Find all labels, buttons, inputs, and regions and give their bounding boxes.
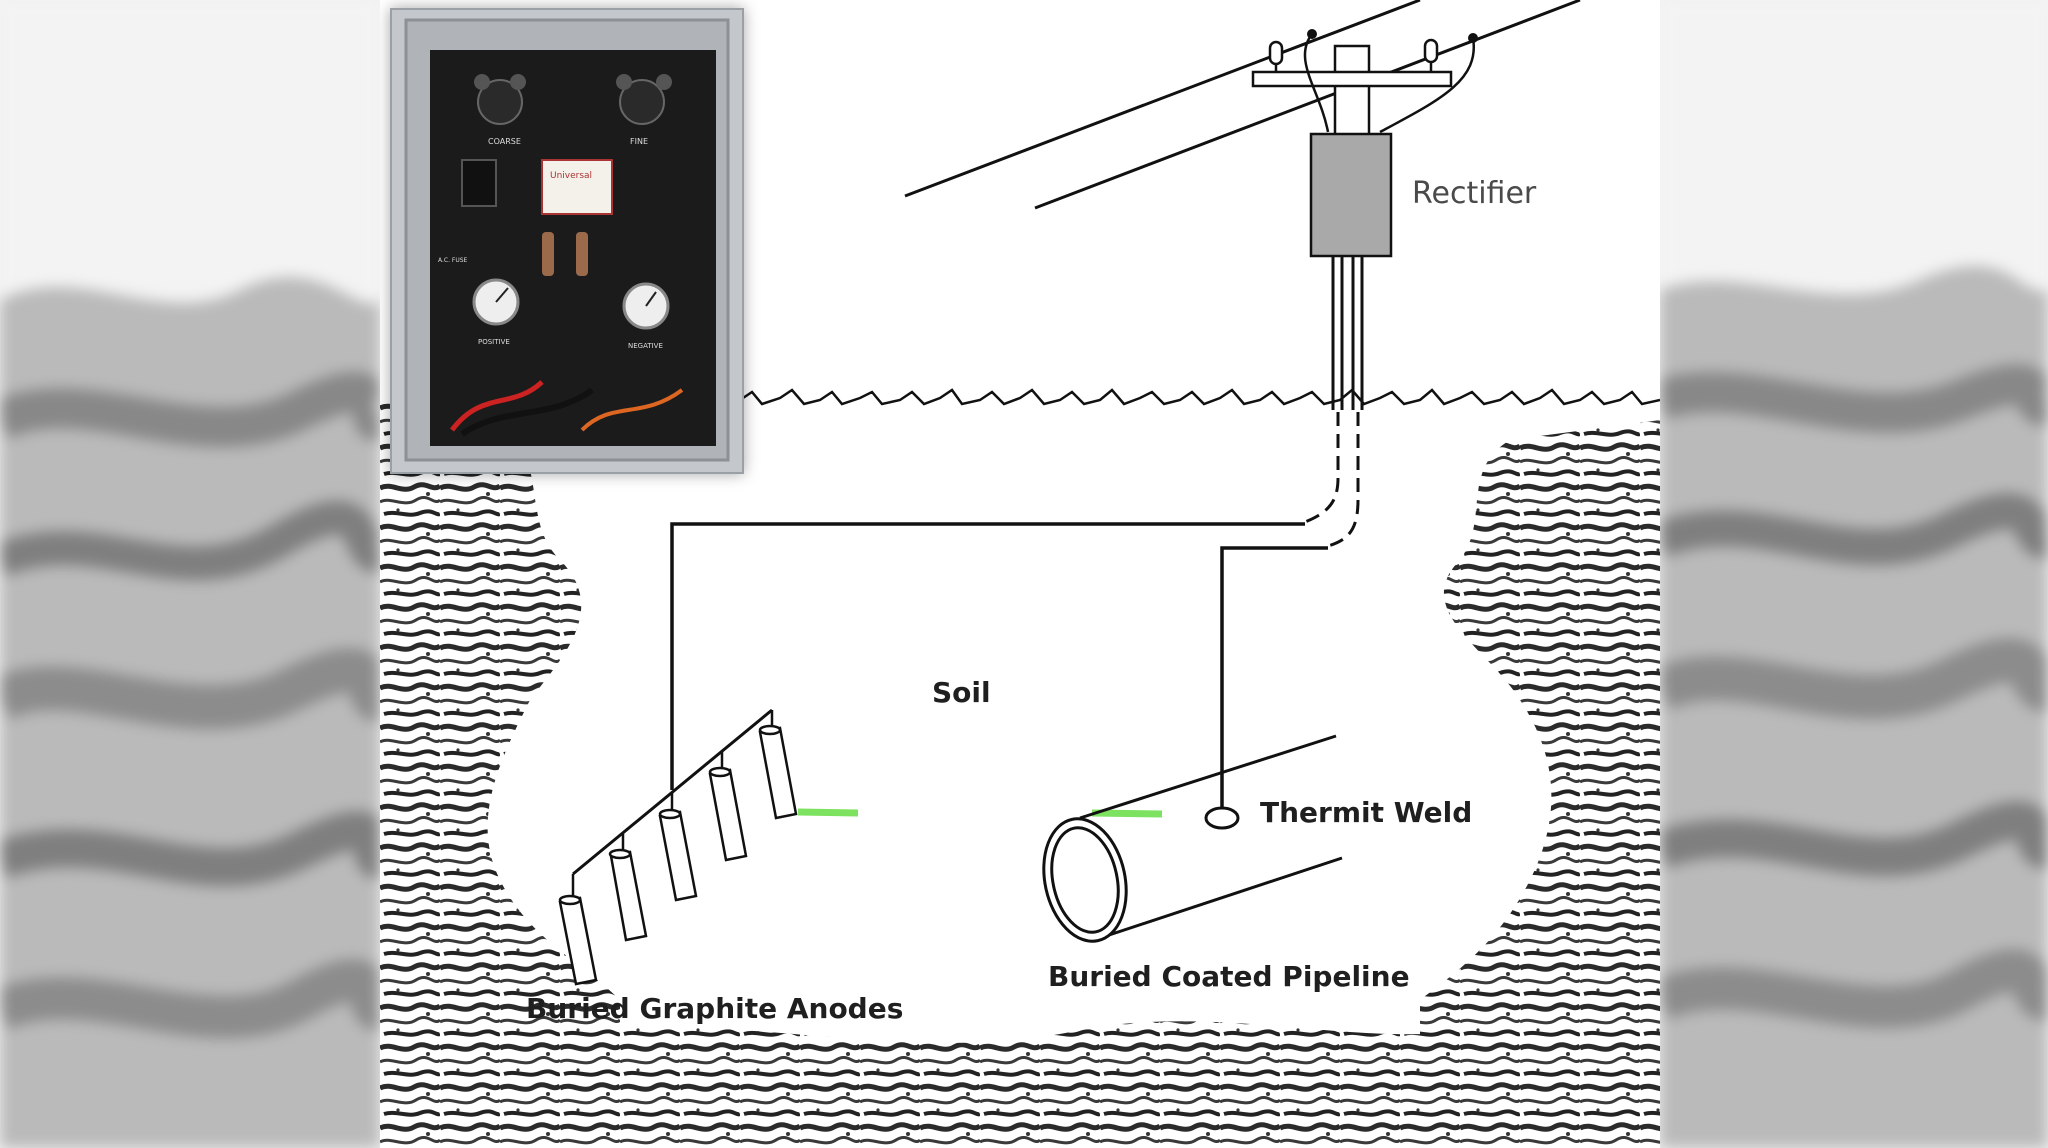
- cathodic-protection-diagram: COARSE FINE Universal A.C. FUSE POSITIVE…: [380, 0, 1660, 1148]
- negative-label: NEGATIVE: [628, 342, 663, 350]
- power-line-lower: [1034, 0, 1581, 210]
- power-line-upper: [904, 0, 1421, 198]
- pipeline-label: Buried Coated Pipeline: [1048, 960, 1410, 993]
- ac-fuse-label: A.C. FUSE: [438, 257, 468, 264]
- diagram-drawing: [380, 0, 1660, 1148]
- rectifier-cables: [1304, 256, 1364, 548]
- utility-pole: [1251, 38, 1453, 138]
- service-drop-right: [1379, 37, 1476, 134]
- fine-label: FINE: [630, 137, 648, 146]
- soil-texture-bottom: [380, 1000, 1660, 1148]
- blurred-background-left: [0, 0, 380, 1148]
- graphite-anode: [608, 833, 648, 942]
- positive-lead: [670, 522, 1305, 790]
- rectifier-photo: COARSE FINE Universal A.C. FUSE POSITIVE…: [390, 8, 744, 474]
- graphite-anode: [558, 874, 598, 986]
- nameplate-label: Universal: [550, 171, 592, 181]
- graphite-anodes: [558, 710, 798, 986]
- anodes-label: Buried Graphite Anodes: [526, 992, 904, 1025]
- service-drop-left: [1303, 33, 1330, 133]
- breaker: [461, 159, 497, 207]
- rectifier-box: [1309, 132, 1393, 258]
- coarse-dial: [477, 79, 523, 125]
- soil-label: Soil: [932, 676, 991, 709]
- coarse-label: COARSE: [488, 137, 521, 146]
- cabinet-panel: [430, 50, 716, 446]
- soil-texture-right: [1420, 420, 1660, 1148]
- graphite-anode: [708, 751, 748, 862]
- buried-pipeline: [1042, 734, 1343, 943]
- nameplate: [541, 159, 613, 215]
- graphite-anode: [658, 792, 698, 902]
- soil-texture-left: [380, 400, 620, 1148]
- positive-label: POSITIVE: [478, 338, 510, 346]
- rectifier-label: Rectifier: [1412, 176, 1537, 211]
- anode-highlight: [797, 808, 859, 817]
- fine-dial: [619, 79, 665, 125]
- pipeline-highlight: [1091, 809, 1163, 818]
- thermit-weld: [1204, 806, 1240, 830]
- blurred-background-right: [1660, 0, 2048, 1148]
- ground-surface-line: [559, 388, 1660, 406]
- thermit-weld-label: Thermit Weld: [1260, 796, 1473, 829]
- graphite-anode: [758, 710, 798, 820]
- negative-lead: [1220, 546, 1328, 812]
